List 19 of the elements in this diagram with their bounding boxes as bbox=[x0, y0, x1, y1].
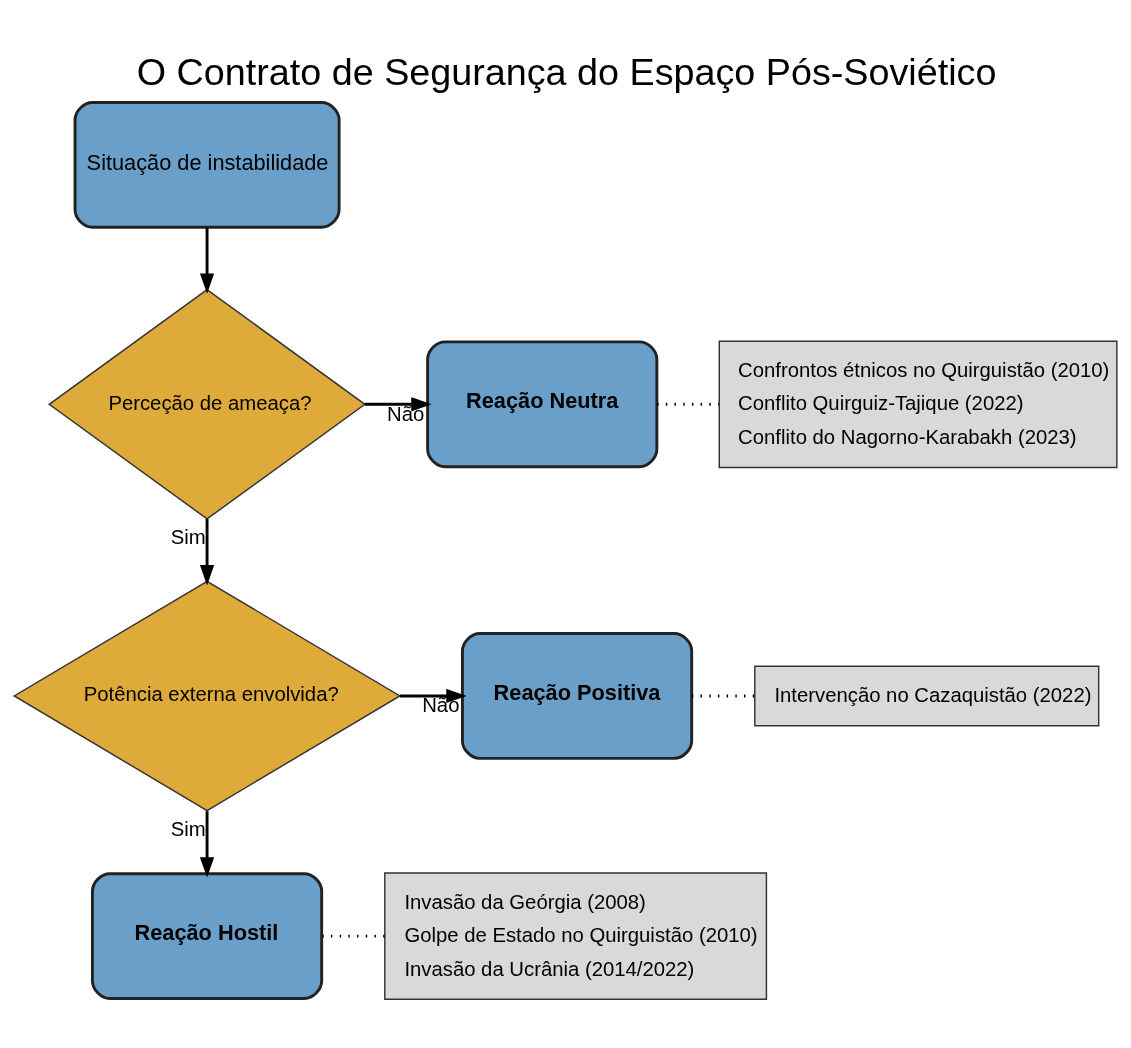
node-box: Confrontos étnicos no Quirguistão (2010) Conflito Quirguiz-Tajique (2022) Conflito do Nagorno-Karabakh (2023) bbox=[718, 340, 1118, 469]
edge-label: Não bbox=[422, 694, 460, 717]
arrow bbox=[400, 688, 467, 704]
arrow bbox=[364, 397, 432, 412]
node-box: Situação de instabilidade bbox=[73, 101, 341, 229]
diagram-title: O Contrato de Segurança do Espaço Pós-Soviético bbox=[136, 50, 997, 93]
node-diamond: Perceção de ameaça? bbox=[48, 288, 367, 520]
node-diamond: Potência externa envolvida? bbox=[12, 580, 402, 812]
node-box: Invasão da Geórgia (2008) Golpe de Estado no Quirguistão (2010) Invasão da Ucrânia (2014/2022) bbox=[384, 872, 768, 1000]
arrow bbox=[199, 519, 215, 586]
arrow bbox=[199, 227, 215, 294]
arrow bbox=[199, 811, 215, 878]
node-box: Intervenção no Cazaquistão (2022) bbox=[754, 665, 1100, 727]
node-box: Reação Positiva bbox=[461, 632, 694, 760]
node-box: Reação Hostil bbox=[91, 872, 324, 1000]
edge-label: Sim bbox=[170, 818, 206, 841]
edge-label: Não bbox=[387, 402, 425, 425]
edge-label: Sim bbox=[170, 526, 206, 549]
node-box: Reação Neutra bbox=[426, 340, 659, 469]
